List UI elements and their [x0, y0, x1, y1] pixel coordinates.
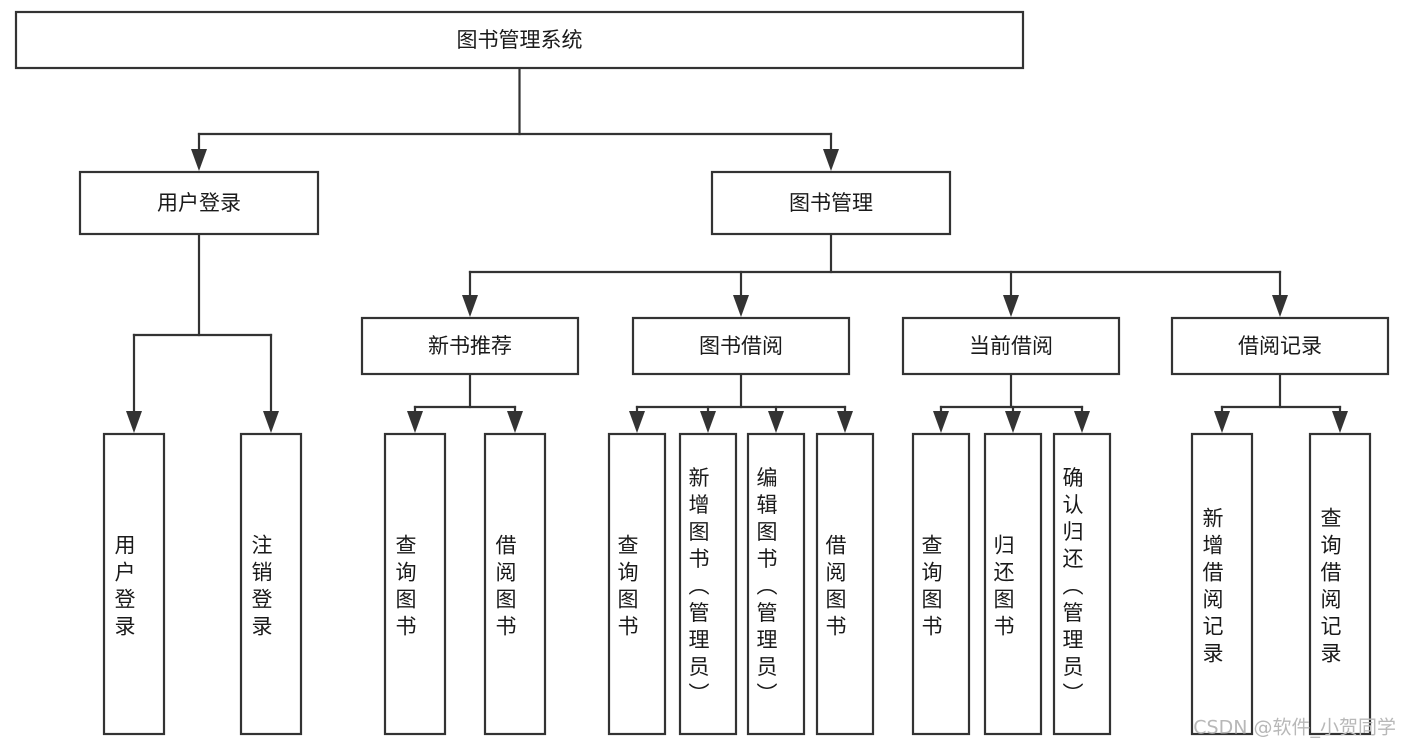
csdn-watermark: CSDN @软件_小贺同学 — [1193, 717, 1396, 739]
node-label-book-borrow: 图书借阅 — [699, 334, 783, 358]
node-leaf-borrow-book[interactable]: 借阅图书 — [815, 432, 875, 736]
node-leaf-query-book-borrow[interactable]: 查询图书 — [607, 432, 667, 736]
connector-group-current-borrow — [933, 372, 1090, 433]
connector-group-book-manage — [462, 232, 1288, 317]
node-box-leaf-edit-book[interactable] — [746, 432, 806, 736]
node-user-login[interactable]: 用户登录 — [78, 170, 320, 236]
node-label-borrow-record: 借阅记录 — [1238, 334, 1322, 358]
node-label-leaf-borrow-book-rec: 借阅图书 — [493, 534, 517, 642]
node-box-current-borrow[interactable] — [901, 316, 1121, 376]
node-box-new-book-rec[interactable] — [360, 316, 580, 376]
node-borrow-record[interactable]: 借阅记录 — [1170, 316, 1390, 376]
node-leaf-add-book[interactable]: 新增图书（管理员） — [678, 432, 738, 736]
node-leaf-user-login[interactable]: 用户登录 — [102, 432, 166, 736]
node-layer: 图书管理系统用户登录图书管理新书推荐图书借阅当前借阅借阅记录用户登录注销登录查询… — [14, 10, 1390, 736]
node-label-current-borrow: 当前借阅 — [969, 334, 1053, 358]
node-leaf-query-record[interactable]: 查询借阅记录 — [1308, 432, 1372, 736]
node-box-leaf-query-book-rec[interactable] — [383, 432, 447, 736]
node-leaf-logout[interactable]: 注销登录 — [239, 432, 303, 736]
node-label-leaf-borrow-book: 借阅图书 — [823, 534, 847, 642]
node-box-leaf-borrow-book-rec[interactable] — [483, 432, 547, 736]
node-leaf-return-book[interactable]: 归还图书 — [983, 432, 1043, 736]
node-box-user-login[interactable] — [78, 170, 320, 236]
node-label-leaf-add-record: 新增借阅记录 — [1200, 507, 1224, 669]
node-book-manage[interactable]: 图书管理 — [710, 170, 952, 236]
node-box-leaf-return-book[interactable] — [983, 432, 1043, 736]
node-box-leaf-query-book-cur[interactable] — [911, 432, 971, 736]
node-label-leaf-query-book-rec: 查询图书 — [393, 534, 417, 642]
node-box-borrow-record[interactable] — [1170, 316, 1390, 376]
node-box-leaf-borrow-book[interactable] — [815, 432, 875, 736]
node-box-leaf-confirm-return[interactable] — [1052, 432, 1112, 736]
node-new-book-rec[interactable]: 新书推荐 — [360, 316, 580, 376]
node-box-book-manage[interactable] — [710, 170, 952, 236]
node-label-leaf-user-login: 用户登录 — [112, 534, 136, 642]
node-label-leaf-add-book: 新增图书（管理员） — [686, 467, 710, 710]
node-leaf-add-record[interactable]: 新增借阅记录 — [1190, 432, 1254, 736]
node-box-book-borrow[interactable] — [631, 316, 851, 376]
node-label-book-manage: 图书管理 — [789, 191, 873, 215]
node-label-leaf-query-book-cur: 查询图书 — [919, 534, 943, 642]
node-leaf-edit-book[interactable]: 编辑图书（管理员） — [746, 432, 806, 736]
node-root[interactable]: 图书管理系统 — [14, 10, 1025, 70]
node-label-new-book-rec: 新书推荐 — [428, 334, 512, 358]
node-leaf-query-book-rec[interactable]: 查询图书 — [383, 432, 447, 736]
node-box-leaf-query-book-borrow[interactable] — [607, 432, 667, 736]
connector-group-borrow-record — [1214, 372, 1348, 433]
node-current-borrow[interactable]: 当前借阅 — [901, 316, 1121, 376]
node-leaf-query-book-cur[interactable]: 查询图书 — [911, 432, 971, 736]
connector-group-user-login — [126, 232, 279, 433]
node-box-leaf-add-book[interactable] — [678, 432, 738, 736]
node-book-borrow[interactable]: 图书借阅 — [631, 316, 851, 376]
connector-group-root — [191, 66, 839, 171]
connector-layer — [126, 66, 1348, 433]
node-label-user-login: 用户登录 — [157, 191, 241, 215]
node-box-root[interactable] — [14, 10, 1025, 70]
node-label-leaf-confirm-return: 确认归还（管理员） — [1060, 467, 1084, 710]
node-leaf-borrow-book-rec[interactable]: 借阅图书 — [483, 432, 547, 736]
node-box-leaf-user-login[interactable] — [102, 432, 166, 736]
node-label-leaf-edit-book: 编辑图书（管理员） — [754, 467, 778, 710]
connector-group-book-borrow — [629, 372, 853, 433]
node-label-leaf-query-record: 查询借阅记录 — [1318, 507, 1342, 669]
node-box-leaf-query-record[interactable] — [1308, 432, 1372, 736]
node-box-leaf-logout[interactable] — [239, 432, 303, 736]
connector-group-new-book-rec — [407, 372, 523, 433]
node-label-leaf-logout: 注销登录 — [249, 534, 273, 642]
node-label-leaf-query-book-borrow: 查询图书 — [615, 534, 639, 642]
node-leaf-confirm-return[interactable]: 确认归还（管理员） — [1052, 432, 1112, 736]
node-label-leaf-return-book: 归还图书 — [991, 534, 1015, 642]
node-label-root: 图书管理系统 — [457, 28, 583, 52]
node-box-leaf-add-record[interactable] — [1190, 432, 1254, 736]
